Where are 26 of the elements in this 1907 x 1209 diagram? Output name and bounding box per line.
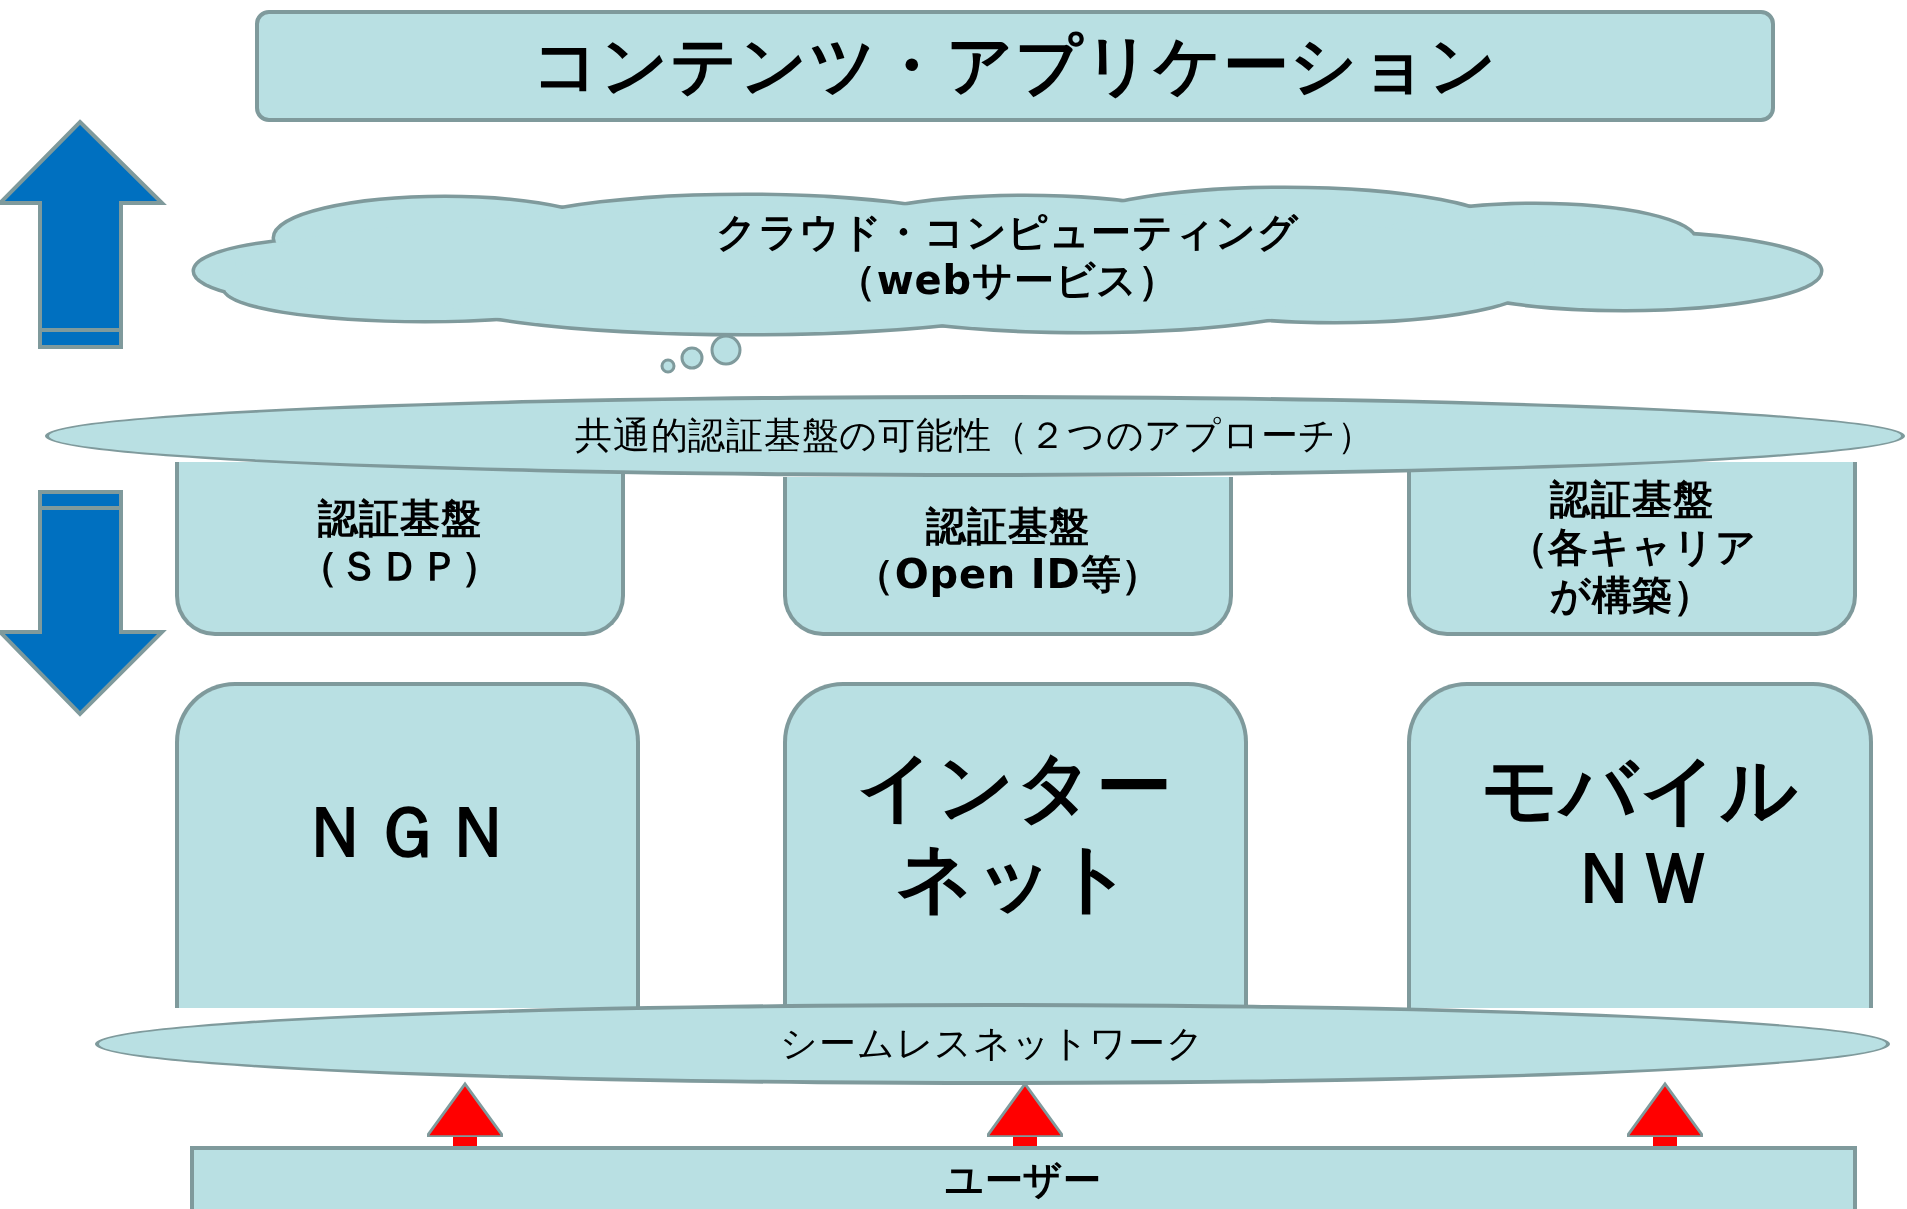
rounded-box (175, 462, 625, 636)
box-label: （Open ID等） (853, 549, 1163, 598)
rounded-box (1407, 462, 1857, 636)
box-label: ユーザー (944, 1158, 1102, 1204)
box-label: クラウド・コンピューティング (715, 207, 1300, 256)
box-label: コンテンツ・アプリケーション (531, 26, 1499, 106)
rounded-box (175, 682, 640, 1008)
user-bar (190, 1146, 1857, 1209)
box-label: 共通的認証基盤の可能性（２つのアプローチ） (575, 413, 1375, 459)
box-label: インターネット (856, 740, 1175, 924)
box-label: 認証基盤 (1550, 475, 1714, 523)
title-box (255, 10, 1775, 122)
rounded-box (1407, 682, 1873, 1008)
box-label: ＮＧＮ (300, 790, 515, 874)
box-label: （ＳＤＰ） (298, 542, 502, 590)
arrow (985, 1082, 1065, 1146)
box-label: 認証基盤 (318, 494, 482, 542)
box-label: （webサービス） (836, 255, 1179, 304)
box-label: 認証基盤 (926, 501, 1090, 550)
box-label: シームレスネットワーク (780, 1021, 1205, 1067)
box-label: モバイル (1480, 744, 1800, 836)
box-label: （各キャリアが構築） (1506, 523, 1758, 619)
arrow (425, 1082, 505, 1146)
arrow (1625, 1082, 1705, 1146)
box-label: ＮＷ (1568, 835, 1712, 920)
rounded-box (783, 477, 1233, 636)
